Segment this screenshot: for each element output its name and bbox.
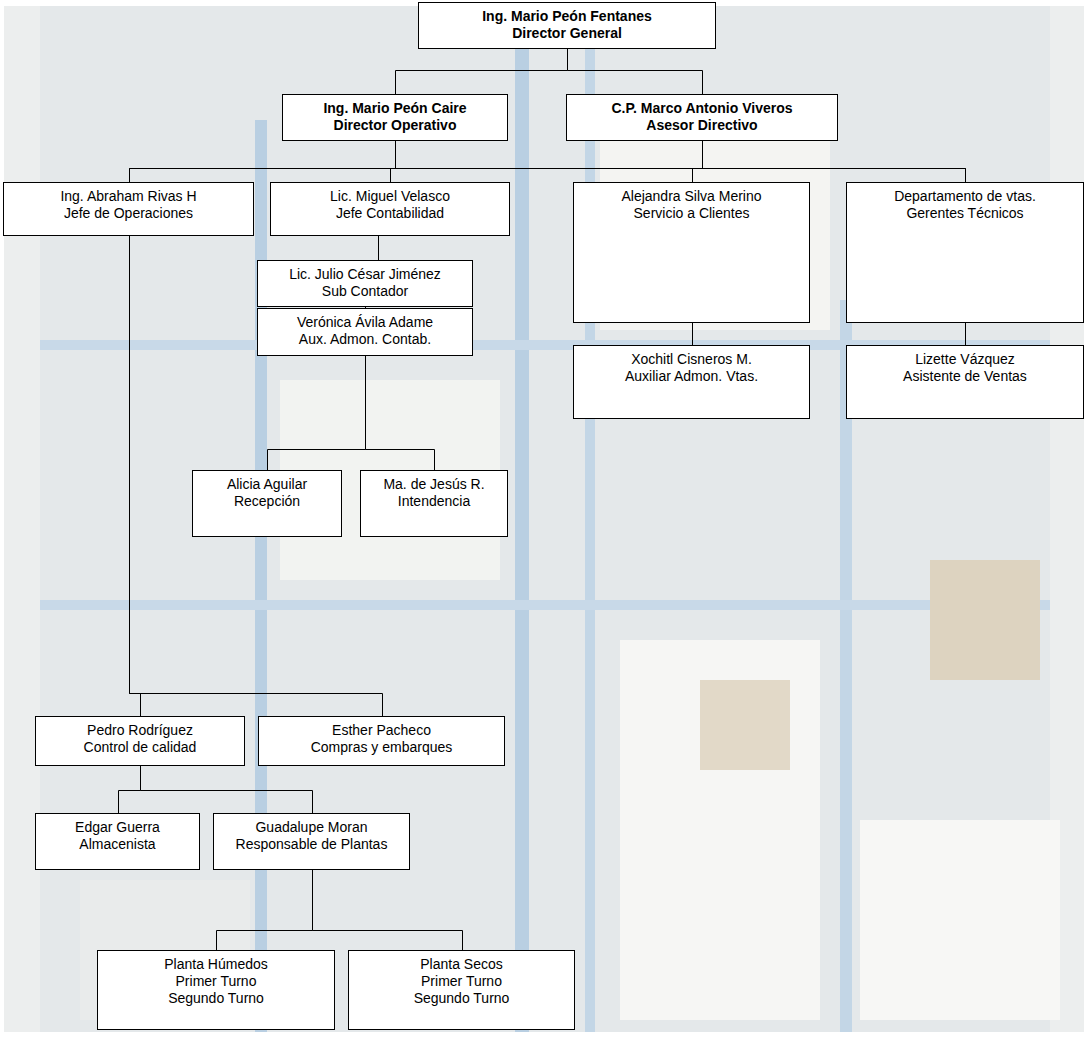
plant-name: Planta Húmedos: [164, 956, 268, 973]
org-box: Pedro RodríguezControl de calidad: [35, 716, 245, 766]
org-connector: [217, 870, 313, 950]
org-connector: [378, 236, 379, 260]
org-box: Alejandra Silva MerinoServicio a Cliente…: [573, 182, 810, 323]
person-name: Pedro Rodríguez: [87, 722, 193, 739]
org-connector: [692, 323, 693, 345]
org-box: Departamento de vtas.Gerentes Técnicos: [846, 182, 1084, 323]
org-connector: [396, 49, 568, 94]
org-box: Xochitl Cisneros M.Auxiliar Admon. Vtas.: [573, 345, 810, 419]
org-connector: [703, 141, 966, 182]
person-name: Lic. Julio César Jiménez: [289, 266, 441, 283]
role-title: Almacenista: [79, 836, 155, 853]
org-connector: [119, 766, 141, 813]
person-name: Ing. Mario Peón Fentanes: [482, 8, 652, 25]
org-connector: [568, 49, 703, 94]
org-box: Verónica Ávila AdameAux. Admon. Contab.: [257, 308, 473, 356]
role-title: Sub Contador: [322, 283, 408, 300]
org-connector: [130, 236, 141, 716]
org-box: Ma. de Jesús R.Intendencia: [360, 470, 508, 537]
org-box: Ing. Mario Peón CaireDirector Operativo: [282, 94, 508, 141]
role-title: Gerentes Técnicos: [906, 205, 1023, 222]
org-box: Edgar GuerraAlmacenista: [35, 813, 200, 870]
role-title: Responsable de Plantas: [236, 836, 388, 853]
org-box: Ing. Abraham Rivas HJefe de Operaciones: [3, 182, 254, 236]
person-name: Verónica Ávila Adame: [297, 314, 433, 331]
org-box: Lic. Miguel VelascoJefe Contabilidad: [270, 182, 510, 236]
role-title: Jefe de Operaciones: [64, 205, 193, 222]
org-connector: [130, 141, 396, 182]
org-box: Planta HúmedosPrimer TurnoSegundo Turno: [97, 950, 335, 1030]
role-title: Recepción: [234, 493, 300, 510]
org-box: Esther PachecoCompras y embarques: [258, 716, 505, 766]
org-connector: [391, 141, 703, 182]
shift-text: Segundo Turno: [168, 990, 264, 1007]
role-title: Director Operativo: [334, 117, 457, 134]
role-title: Auxiliar Admon. Vtas.: [625, 368, 758, 385]
person-name: Ma. de Jesús R.: [383, 476, 484, 493]
role-title: Asistente de Ventas: [903, 368, 1027, 385]
org-connector: [130, 141, 703, 182]
role-title: Servicio a Clientes: [634, 205, 750, 222]
role-title: Control de calidad: [84, 739, 197, 756]
org-box: Lizette VázquezAsistente de Ventas: [846, 345, 1084, 419]
shift-text: Segundo Turno: [414, 990, 510, 1007]
person-name: Lizette Vázquez: [915, 351, 1015, 368]
org-box: Ing. Mario Peón FentanesDirector General: [418, 2, 716, 49]
org-connector: [268, 356, 366, 470]
person-name: Xochitl Cisneros M.: [631, 351, 752, 368]
org-connector: [313, 870, 463, 950]
org-box: Planta SecosPrimer TurnoSegundo Turno: [348, 950, 575, 1030]
role-title: Jefe Contabilidad: [336, 205, 444, 222]
person-name: Ing. Abraham Rivas H: [60, 188, 196, 205]
role-title: Asesor Directivo: [646, 117, 757, 134]
org-box: Lic. Julio César JiménezSub Contador: [257, 260, 473, 307]
org-box: Alicia AguilarRecepción: [192, 470, 342, 537]
shift-text: Primer Turno: [176, 973, 257, 990]
person-name: Esther Pacheco: [332, 722, 431, 739]
person-name: Alejandra Silva Merino: [621, 188, 761, 205]
org-connector: [396, 141, 693, 182]
org-connector: [965, 323, 966, 345]
person-name: Alicia Aguilar: [227, 476, 307, 493]
person-name: Edgar Guerra: [75, 819, 160, 836]
org-box: Guadalupe MoranResponsable de Plantas: [213, 813, 410, 870]
role-title: Director General: [512, 25, 622, 42]
org-connector: [141, 766, 313, 813]
person-name: Departamento de vtas.: [894, 188, 1036, 205]
org-box: C.P. Marco Antonio ViverosAsesor Directi…: [566, 94, 838, 141]
org-connector: [366, 356, 435, 470]
person-name: Lic. Miguel Velasco: [330, 188, 450, 205]
role-title: Aux. Admon. Contab.: [299, 331, 431, 348]
plant-name: Planta Secos: [420, 956, 503, 973]
person-name: Ing. Mario Peón Caire: [323, 100, 466, 117]
org-connector: [693, 141, 703, 182]
person-name: C.P. Marco Antonio Viveros: [611, 100, 792, 117]
person-name: Guadalupe Moran: [255, 819, 367, 836]
org-connector: [396, 141, 966, 182]
shift-text: Primer Turno: [421, 973, 502, 990]
role-title: Compras y embarques: [311, 739, 453, 756]
role-title: Intendencia: [398, 493, 470, 510]
org-connector: [391, 141, 396, 182]
